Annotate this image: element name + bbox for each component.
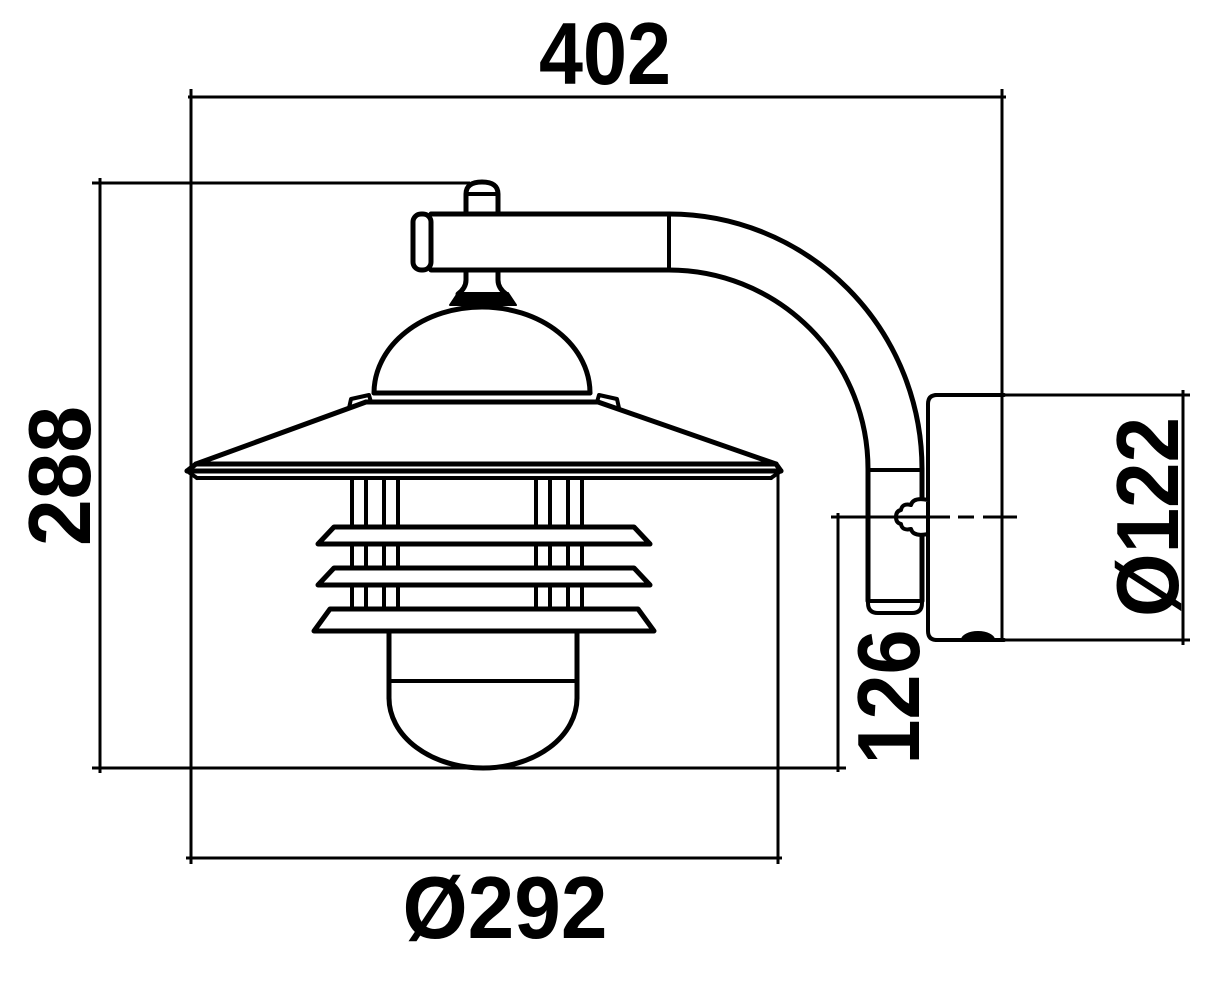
louver-slat-3: [311, 606, 657, 634]
arm-end-cap: [410, 211, 434, 273]
cone-clip-right: [595, 393, 621, 410]
arm-outer-curve: [666, 211, 925, 472]
label-overall-width: 402: [539, 4, 671, 103]
arm-foot-cap: [866, 599, 924, 615]
dimension-labels: 402 288 Ø292 Ø122 126: [10, 4, 1197, 957]
brim-edge-right: [769, 469, 783, 480]
label-overall-height: 288: [10, 406, 109, 546]
top-dome: [371, 304, 593, 396]
louver-slat-1: [315, 524, 653, 547]
cone-slant-left: [193, 399, 369, 467]
louver-cage: [311, 476, 657, 634]
label-axis-to-bottom: 126: [839, 630, 938, 765]
cone-slant-right: [595, 399, 779, 467]
cone-clip-left: [347, 393, 373, 410]
pivot-bottom-neck-right: [495, 267, 509, 297]
pivot-stem: [449, 179, 517, 306]
brim-edge-left: [185, 469, 199, 480]
cable-gland: [961, 631, 995, 641]
louver-slat-2: [315, 565, 653, 588]
glass-bottom-dome: [386, 695, 580, 771]
pivot-top-cap: [463, 179, 501, 217]
label-backplate-diameter: Ø122: [1098, 417, 1197, 617]
lamp-shade: [184, 304, 784, 480]
lamp-body: [386, 628, 580, 771]
label-shade-diameter: Ø292: [403, 858, 608, 957]
dome-flange: [449, 292, 517, 306]
wall-arm: [410, 211, 925, 615]
pivot-bottom-neck-left: [455, 267, 469, 297]
arm-inner-curve: [666, 267, 871, 472]
